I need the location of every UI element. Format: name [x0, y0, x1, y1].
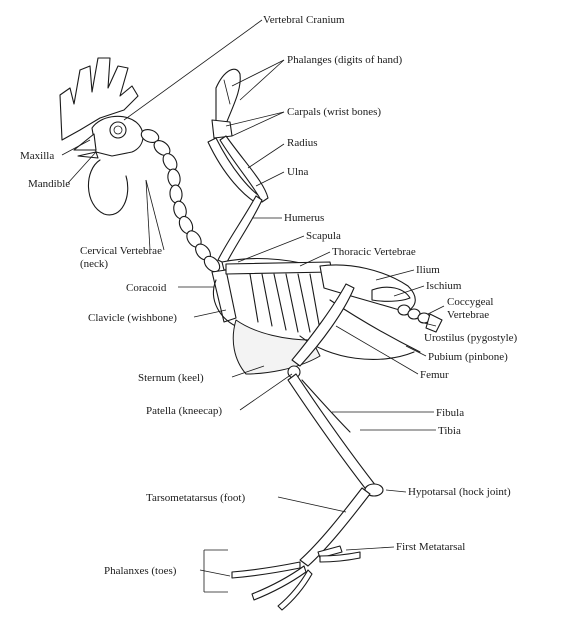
skull — [91, 115, 144, 157]
wattle — [87, 159, 129, 216]
label-humerus: Humerus — [284, 212, 324, 224]
label-ilium: Ilium — [416, 264, 440, 276]
tibia-bone — [287, 373, 377, 493]
cervical-vertebrae-bones — [140, 129, 221, 273]
coccygeal-vertebrae-bones — [397, 304, 431, 324]
label-pubium: Pubium (pinbone) — [428, 351, 508, 363]
eye-orbit — [109, 121, 127, 139]
label-patella: Patella (kneecap) — [146, 405, 222, 417]
label-tarsometatarsus: Tarsometatarsus (foot) — [146, 492, 245, 504]
label-thoracic-vertebrae: Thoracic Vertebrae — [332, 246, 416, 258]
label-scapula: Scapula — [306, 230, 341, 242]
label-cervical-neck: (neck) — [80, 258, 108, 270]
tarsometatarsus-bone — [299, 487, 371, 567]
humerus-bone — [217, 195, 263, 265]
coracoid-bone — [211, 269, 237, 323]
label-coccygeal: Coccygeal — [447, 296, 493, 308]
label-sternum: Sternum (keel) — [138, 372, 204, 384]
toe-bones — [231, 551, 361, 611]
ischium-bone — [371, 286, 411, 302]
urostilus-bone — [425, 313, 443, 333]
label-coracoid: Coracoid — [126, 282, 167, 294]
beak-mandible — [77, 151, 99, 159]
first-metatarsal-bone — [317, 545, 343, 559]
femur-bone — [291, 283, 355, 367]
label-first-metatarsal: First Metatarsal — [396, 541, 465, 553]
label-radius: Radius — [287, 137, 318, 149]
label-hypotarsal: Hypotarsal (hock joint) — [408, 486, 511, 498]
label-carpals: Carpals (wrist bones) — [287, 106, 381, 118]
label-phalanges-hand: Phalanges (digits of hand) — [287, 54, 403, 66]
label-urostilus: Urostilus (pygostyle) — [424, 332, 518, 344]
ulna-bone — [219, 135, 269, 203]
label-phalanxes-toes: Phalanxes (toes) — [104, 565, 177, 577]
wing-bones — [207, 68, 269, 265]
leader-lines — [61, 19, 445, 593]
label-clavicle: Clavicle (wishbone) — [88, 312, 177, 324]
label-ischium: Ischium — [426, 280, 462, 292]
label-cervical-vertebrae: Cervical Vertebrae — [80, 245, 162, 257]
beak-maxilla — [73, 133, 97, 151]
label-fibula: Fibula — [436, 407, 464, 419]
eye-orbit-inner — [113, 125, 123, 135]
label-mandible: Mandible — [28, 178, 70, 190]
fibula-bone — [301, 379, 351, 433]
label-ulna: Ulna — [287, 166, 309, 178]
label-maxilla: Maxilla — [20, 150, 54, 162]
label-femur: Femur — [420, 369, 449, 381]
label-vertebral-cranium: Vertebral Cranium — [263, 14, 345, 26]
carpals-bone — [211, 119, 233, 139]
label-coccygeal-vertebrae: Vertebrae — [447, 309, 489, 321]
comb — [59, 57, 139, 141]
label-tibia: Tibia — [438, 425, 461, 437]
thoracic-ribcage — [225, 261, 333, 333]
